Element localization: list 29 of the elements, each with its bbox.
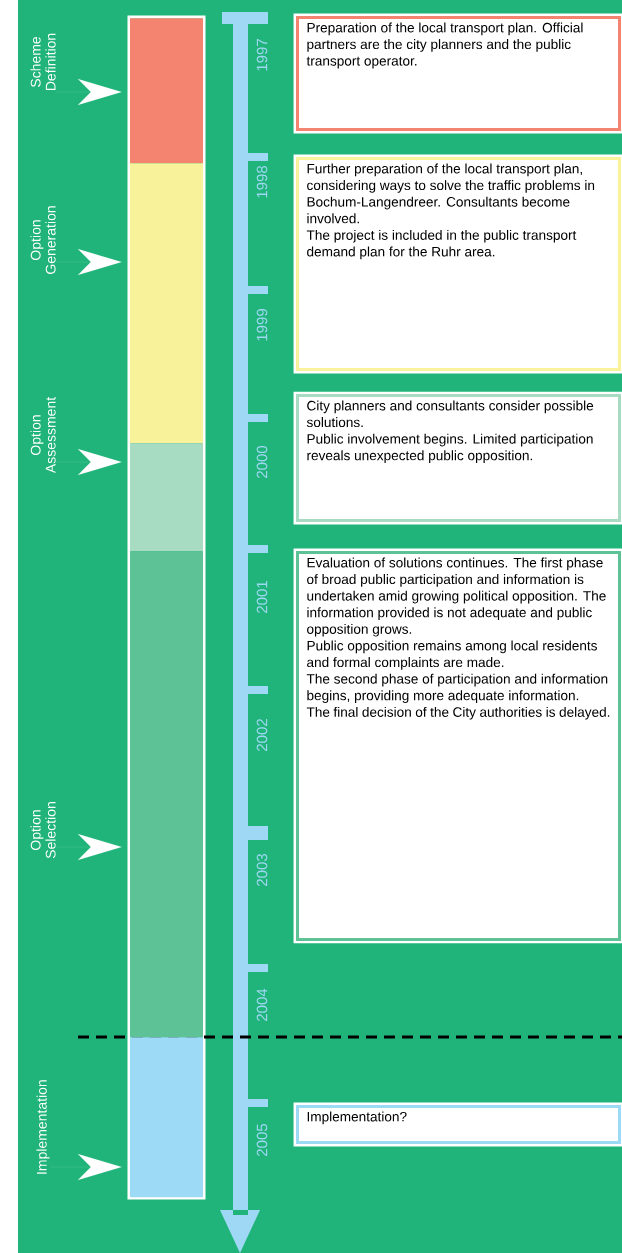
year-label: 2001 xyxy=(256,581,268,613)
pointer-arrow xyxy=(56,249,122,275)
phase-label: Option Selection xyxy=(30,802,56,859)
year-label: 2002 xyxy=(256,719,268,751)
year-label: 2000 xyxy=(256,445,268,478)
phase-label: Scheme Definition xyxy=(30,33,56,91)
year-label: 2004 xyxy=(256,988,268,1021)
year-label: 1998 xyxy=(256,166,268,198)
year-label: 1997 xyxy=(256,39,268,71)
phase-label: Option Assessment xyxy=(30,397,56,474)
phase-label: Implementation xyxy=(36,1080,50,1174)
text-box: Evaluation of solutions continues. The first phase of broad public participation and information is undertaken amid growing political opposition. The information provided is not adequate and public opposition grows. Public opposition remains among local residents and formal complaints are made. The second phase of participation and information begins, providing more adequate information. The final decision of the City authorities is delayed. xyxy=(293,548,622,944)
year-label: 1999 xyxy=(256,309,268,341)
pointer-arrow xyxy=(56,79,122,105)
text-box: City planners and consultants consider possible solutions. Public involvement begins. Limited participation reveals unexpected public opposition. xyxy=(293,391,622,525)
year-label: 2003 xyxy=(256,854,268,886)
pointer-arrow xyxy=(56,449,122,475)
year-label: 2005 xyxy=(256,1123,268,1156)
phase-label: Option Generation xyxy=(30,206,56,274)
phase-bar xyxy=(130,551,203,1038)
pointer-arrow xyxy=(56,834,122,860)
phase-bar xyxy=(130,1037,203,1198)
text-box: Implementation? xyxy=(293,1102,622,1147)
pointer-arrow xyxy=(50,1154,122,1180)
phase-bar xyxy=(130,18,203,164)
text-box: Further preparation of the local transport plan, considering ways to solve the traffic problems in Bochum-Langendreer. Consultants become involved. The project is included in the public transport demand plan for the Ruhr area. xyxy=(293,154,622,374)
phase-bar xyxy=(130,443,203,552)
phase-bar xyxy=(130,163,203,444)
text-box: Preparation of the local transport plan. Official partners are the city planners and the public transport operator. xyxy=(293,13,622,134)
